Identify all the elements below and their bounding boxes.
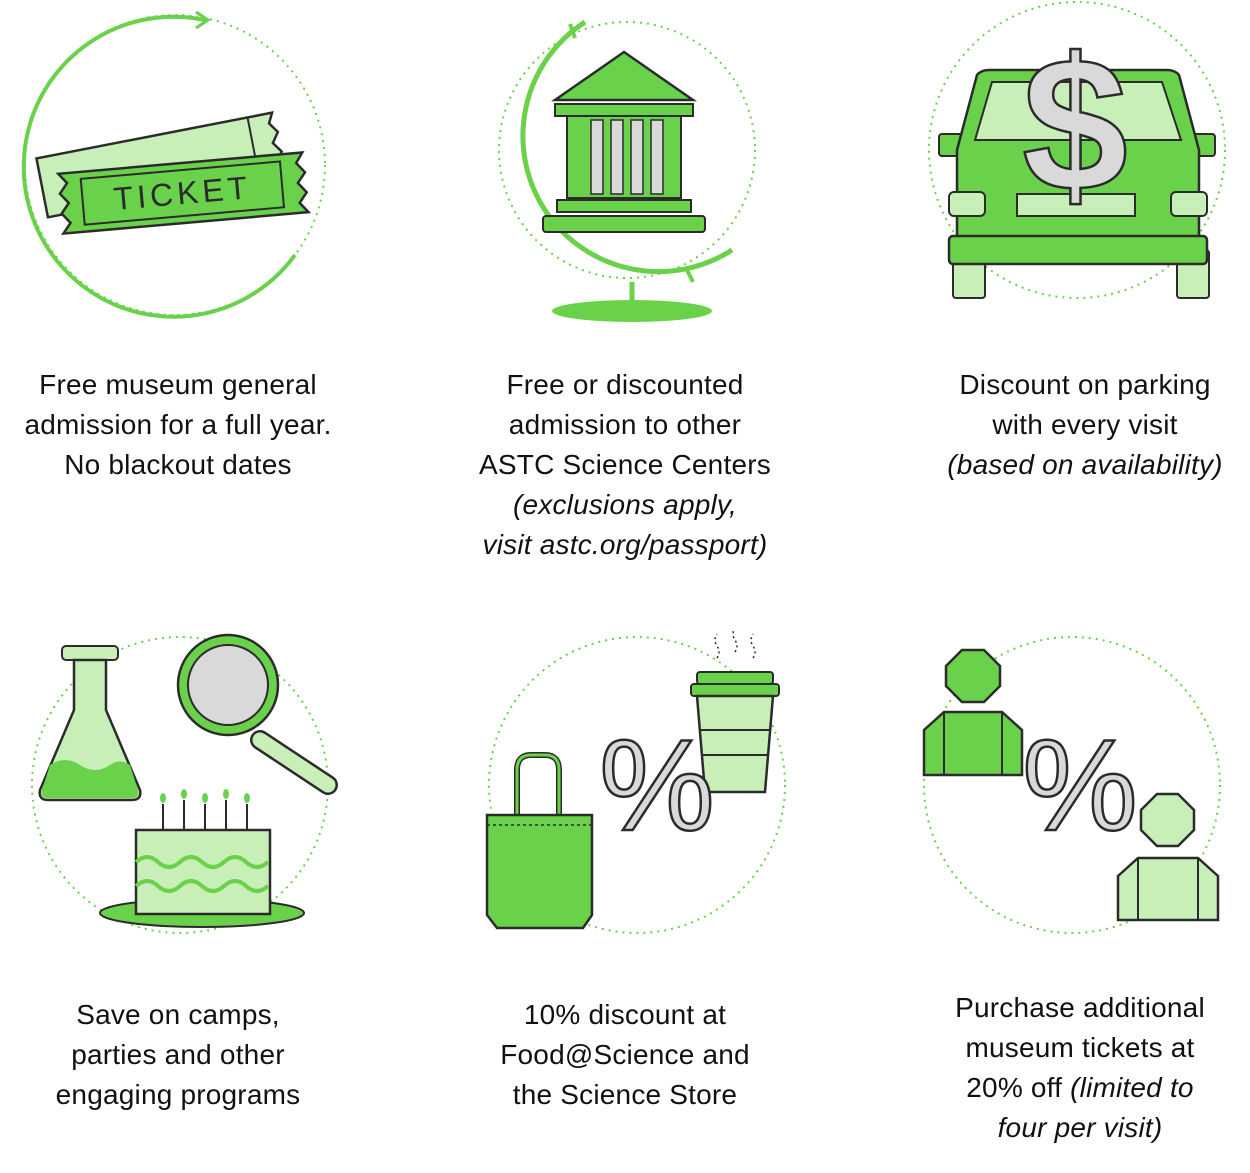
benefit-card-tickets: % Purchase additional museum tickets at … (872, 630, 1250, 1150)
caption-line: Free museum general (39, 369, 317, 400)
caption-line: engaging programs (55, 1079, 301, 1110)
benefit-caption: Free or discounted admission to other AS… (417, 365, 833, 565)
benefit-caption: Free museum general admission for a full… (0, 365, 386, 485)
caption-line: No blackout dates (64, 449, 292, 480)
caption-line: admission to other (508, 409, 742, 440)
caption-line: Food@Science and (500, 1039, 750, 1070)
people-percent-icon: % (922, 636, 1221, 934)
benefit-caption: Discount on parking with every visit (ba… (877, 365, 1250, 485)
benefit-card-programs: Save on camps, parties and other engagin… (0, 630, 386, 1130)
museum-building-icon (498, 19, 756, 322)
dollar-symbol: $ (1022, 19, 1128, 231)
caption-line: 10% discount at (523, 999, 727, 1030)
caption-note: (limited to (1070, 1072, 1194, 1103)
benefit-card-astc: Free or discounted admission to other AS… (417, 0, 833, 580)
caption-line: 20% off (966, 1072, 1063, 1103)
caption-note: four per visit) (997, 1112, 1163, 1143)
benefit-caption: 10% discount at Food@Science and the Sci… (417, 995, 833, 1115)
caption-line: Save on camps, (76, 999, 280, 1030)
shopping-percent-icon: % (485, 630, 786, 934)
benefit-caption: Save on camps, parties and other engagin… (0, 995, 386, 1115)
benefit-card-admission: TICKET Free museum general admission for… (0, 0, 386, 500)
benefit-card-parking: $ Discount on parking with every visit (… (877, 0, 1250, 500)
caption-line: Free or discounted (506, 369, 744, 400)
caption-line-with-note: 20% off (limited to (872, 1068, 1250, 1108)
caption-line: with every visit (992, 409, 1178, 440)
caption-note: visit astc.org/passport) (482, 529, 768, 560)
benefit-card-store: % 10% discount at Food@Science and the S… (417, 630, 833, 1130)
percent-symbol: % (1022, 712, 1138, 858)
benefit-caption: Purchase additional museum tickets at 20… (872, 988, 1250, 1148)
caption-note: (exclusions apply, (512, 489, 738, 520)
caption-line: admission for a full year. (24, 409, 332, 440)
caption-line: the Science Store (512, 1079, 738, 1110)
percent-symbol: % (599, 712, 715, 858)
car-dollar-icon: $ (928, 1, 1226, 299)
caption-line: parties and other (71, 1039, 285, 1070)
caption-line: museum tickets at (965, 1032, 1195, 1063)
caption-line: Purchase additional (955, 992, 1205, 1023)
ticket-icon: TICKET (21, 10, 326, 319)
caption-note: (based on availability) (947, 449, 1223, 480)
science-cake-icon (31, 633, 338, 934)
caption-line: Discount on parking (959, 369, 1211, 400)
caption-line: ASTC Science Centers (479, 449, 771, 480)
